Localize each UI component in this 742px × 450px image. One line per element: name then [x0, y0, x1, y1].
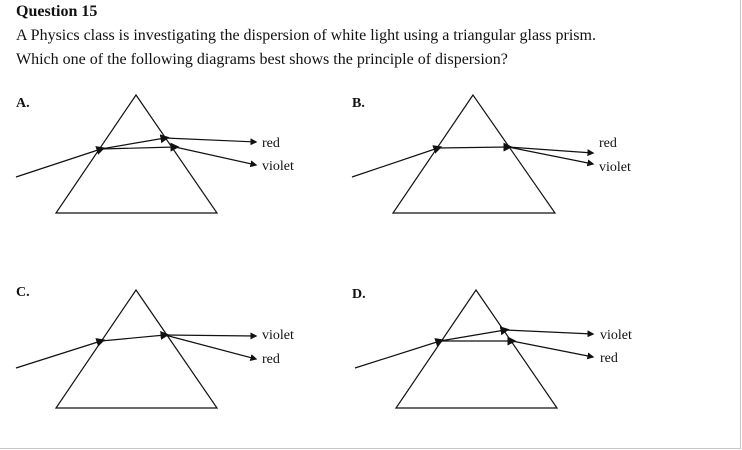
option-a-upper-ray-label: red — [262, 136, 280, 151]
option-d-label[interactable]: D. — [352, 287, 366, 302]
exit-ray-upper-c — [164, 332, 258, 340]
incident-ray-b — [351, 145, 443, 178]
diagram-d[interactable] — [354, 288, 595, 409]
diagram-a[interactable] — [15, 93, 258, 214]
question-text-line-1: A Physics class is investigating the dis… — [16, 27, 596, 44]
option-c-upper-ray-label: violet — [262, 328, 294, 343]
exit-ray-upper-d — [504, 329, 595, 338]
exit-ray-lower-d — [511, 340, 595, 360]
diagram-b[interactable] — [351, 93, 595, 214]
option-b-upper-ray-label: red — [599, 136, 617, 151]
exit-ray-lower-c — [164, 334, 258, 361]
prism-a — [54, 93, 219, 214]
question-text-line-2: Which one of the following diagrams best… — [16, 51, 508, 68]
diagram-c[interactable] — [15, 288, 258, 409]
option-c-lower-ray-label: red — [262, 352, 280, 367]
exit-ray-lower-b — [507, 146, 595, 167]
option-c-label[interactable]: C. — [16, 285, 30, 300]
prism-d — [394, 288, 559, 409]
exit-ray-upper-b — [507, 146, 595, 157]
exit-ray-upper-a — [164, 137, 258, 146]
incident-ray-a — [15, 146, 106, 178]
option-d-upper-ray-label: violet — [600, 328, 632, 343]
exit-ray-lower-a — [174, 146, 258, 168]
question-title: Question 15 — [16, 3, 98, 20]
option-d-lower-ray-label: red — [600, 351, 618, 366]
prism-b — [391, 93, 557, 214]
option-b-lower-ray-label: violet — [599, 160, 631, 175]
option-a-lower-ray-label: violet — [262, 159, 294, 174]
incident-ray-c — [15, 338, 106, 369]
option-a-label[interactable]: A. — [16, 96, 30, 111]
prism-c — [54, 288, 219, 409]
option-b-label[interactable]: B. — [352, 96, 365, 111]
incident-ray-d — [354, 338, 445, 369]
